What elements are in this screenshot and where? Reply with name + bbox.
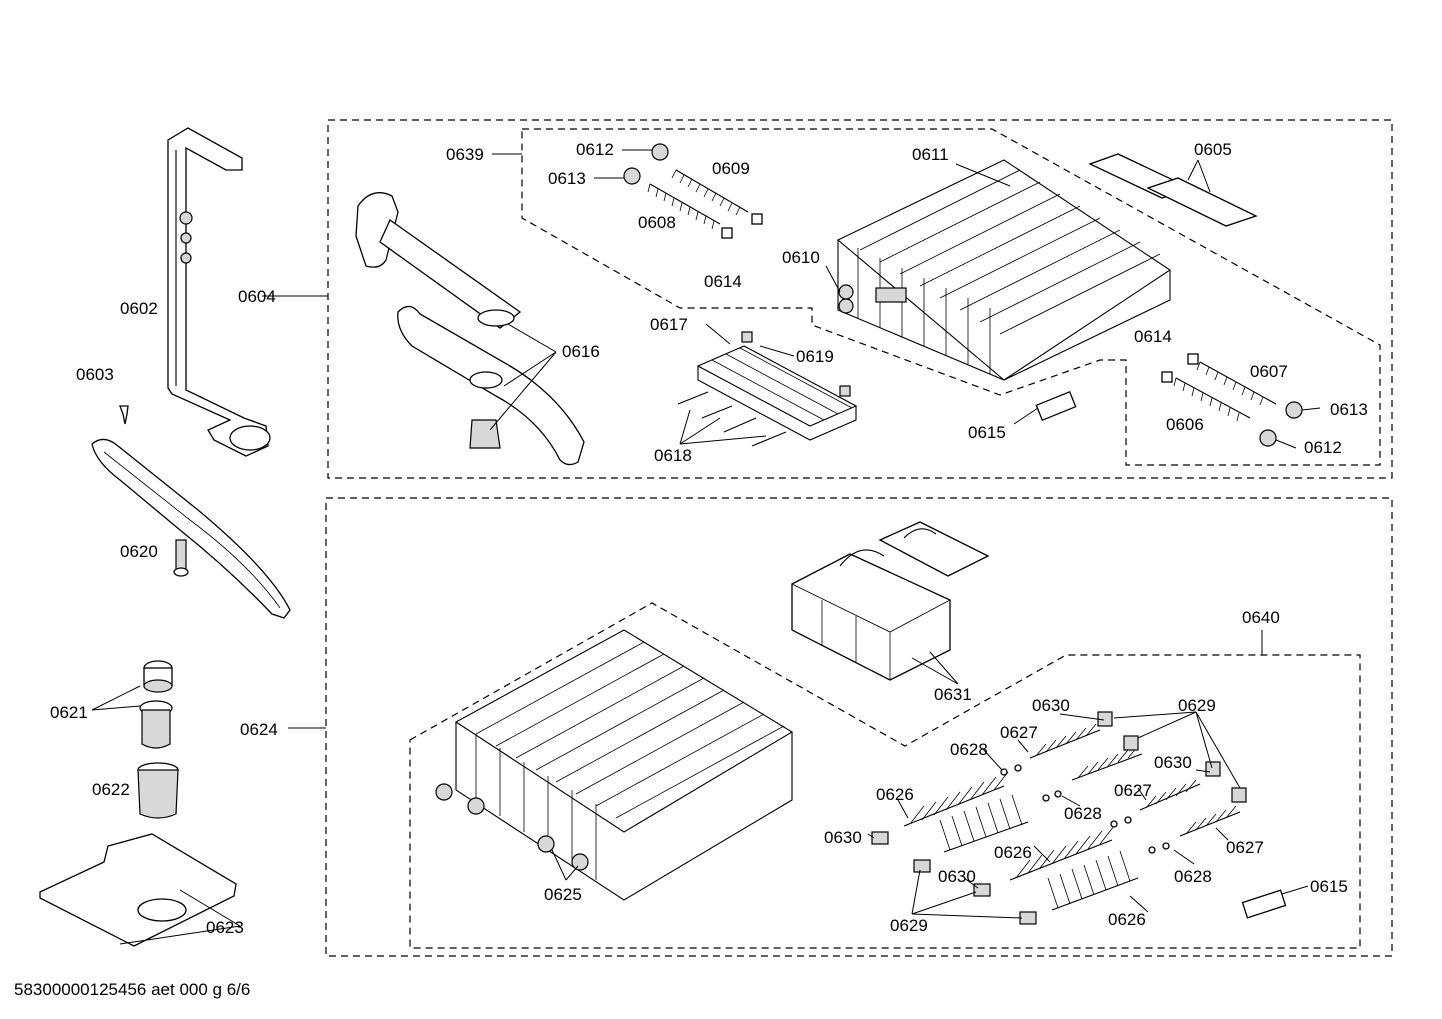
callout-0615-a: 0615 bbox=[968, 423, 1006, 442]
callout-0626-b: 0626 bbox=[994, 843, 1032, 862]
callout-0627-c: 0627 bbox=[1226, 838, 1264, 857]
callout-0630-d: 0630 bbox=[938, 867, 976, 886]
callout-0614-b: 0614 bbox=[1134, 327, 1172, 346]
callout-0620: 0620 bbox=[120, 542, 158, 561]
callout-0607: 0607 bbox=[1250, 362, 1288, 381]
micro-filter bbox=[137, 762, 179, 819]
callout-0628-b: 0628 bbox=[1064, 804, 1102, 823]
callout-0614-a: 0614 bbox=[704, 272, 742, 291]
callout-0605: 0605 bbox=[1194, 140, 1232, 159]
callout-0612-a: 0612 bbox=[576, 140, 614, 159]
callout-0615-b: 0615 bbox=[1310, 877, 1348, 896]
lower-rack-inner-frame bbox=[409, 602, 1361, 949]
callout-0621: 0621 bbox=[50, 703, 88, 722]
callout-0604: 0604 bbox=[238, 287, 276, 306]
spray-supply-pipe bbox=[167, 127, 271, 457]
callout-0613-b: 0613 bbox=[1330, 400, 1368, 419]
tine-rows-upper-right bbox=[1161, 353, 1303, 447]
upper-rack-group-frame bbox=[327, 119, 1393, 479]
callout-0609: 0609 bbox=[712, 159, 750, 178]
lower-rack-group-frame bbox=[325, 497, 1393, 957]
tine-row-clips bbox=[871, 711, 1247, 925]
upper-basket bbox=[836, 159, 1171, 381]
callout-0622: 0622 bbox=[92, 780, 130, 799]
fine-filter bbox=[139, 700, 173, 749]
callout-0618: 0618 bbox=[654, 446, 692, 465]
callout-0640: 0640 bbox=[1242, 608, 1280, 627]
callout-0629-a: 0629 bbox=[1178, 696, 1216, 715]
callout-0616: 0616 bbox=[562, 342, 600, 361]
basket-rollers bbox=[435, 783, 589, 871]
screw bbox=[119, 405, 129, 425]
leader-lines bbox=[91, 149, 1321, 945]
callout-0603: 0603 bbox=[76, 365, 114, 384]
callout-0630-b: 0630 bbox=[1154, 753, 1192, 772]
callout-0630-c: 0630 bbox=[824, 828, 862, 847]
lower-spray-arm bbox=[91, 438, 291, 619]
filter-plate bbox=[39, 833, 237, 947]
cup-shelf-inserts bbox=[1088, 153, 1258, 227]
callout-0628-c: 0628 bbox=[1174, 867, 1212, 886]
callout-0626-a: 0626 bbox=[876, 785, 914, 804]
callout-0624: 0624 bbox=[240, 720, 278, 739]
rack-handle-lower bbox=[1241, 889, 1287, 919]
callout-0627-b: 0627 bbox=[1114, 781, 1152, 800]
rack-handle-upper bbox=[1035, 390, 1077, 422]
fold-down-rack bbox=[677, 331, 858, 447]
callout-0627-a: 0627 bbox=[1000, 723, 1038, 742]
folding-tine-rows bbox=[903, 723, 1241, 911]
upper-spray-arm bbox=[355, 192, 585, 466]
callout-0631: 0631 bbox=[934, 685, 972, 704]
lower-basket bbox=[454, 629, 794, 901]
callout-0606: 0606 bbox=[1166, 415, 1204, 434]
callout-0630-a: 0630 bbox=[1032, 696, 1070, 715]
tine-rows-upper-left bbox=[623, 143, 763, 239]
callout-0613-a: 0613 bbox=[548, 169, 586, 188]
callout-0611: 0611 bbox=[912, 145, 949, 164]
callout-0612-b: 0612 bbox=[1304, 438, 1342, 457]
callout-0608: 0608 bbox=[638, 213, 676, 232]
tine-row-pins bbox=[1000, 764, 1170, 854]
callout-0625: 0625 bbox=[544, 885, 582, 904]
callout-0617: 0617 bbox=[650, 315, 688, 334]
callout-0628-a: 0628 bbox=[950, 740, 988, 759]
callout-0602: 0602 bbox=[120, 299, 158, 318]
callout-0626-c: 0626 bbox=[1108, 910, 1146, 929]
upper-rack-inner-frame bbox=[521, 128, 1381, 466]
callout-0610: 0610 bbox=[782, 248, 820, 267]
document-footer-code: 58300000125456 aet 000 g 6/6 bbox=[14, 980, 251, 999]
callout-0629-b: 0629 bbox=[890, 916, 928, 935]
filter-cylinder-top bbox=[143, 660, 173, 693]
callout-0639: 0639 bbox=[446, 145, 484, 164]
callout-0623: 0623 bbox=[206, 918, 244, 937]
cutlery-basket bbox=[791, 521, 990, 681]
callout-0619: 0619 bbox=[796, 347, 834, 366]
